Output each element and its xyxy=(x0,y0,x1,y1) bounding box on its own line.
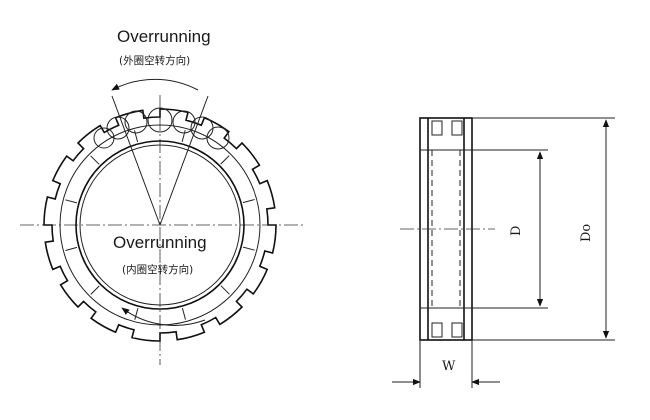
outer-overrunning-arrow xyxy=(111,78,199,91)
cage-bar xyxy=(181,130,186,143)
cage-bar xyxy=(181,307,186,320)
cage-bar xyxy=(65,199,78,204)
dim-label-Do: Do xyxy=(579,224,594,242)
cage-bar xyxy=(134,307,139,320)
top-slot-right xyxy=(451,120,463,136)
cage-bar xyxy=(134,130,139,143)
cage-bar xyxy=(90,285,100,295)
outer-overrunning-label: Overrunning xyxy=(117,27,211,46)
radial-line xyxy=(111,95,161,226)
dim-label-W: W xyxy=(442,359,456,374)
inner-overrunning-sublabel: (内圈空转方向) xyxy=(122,263,193,276)
bottom-slot-right xyxy=(451,322,463,338)
outer-ring-inner-edge xyxy=(59,124,261,326)
roller xyxy=(106,116,130,140)
inner-overrunning-label: Overrunning xyxy=(113,233,207,252)
radial-line xyxy=(159,95,209,226)
cage-bar xyxy=(65,246,78,251)
outer-overrunning-sublabel: (外圈空转方向) xyxy=(119,54,190,67)
cage-bar xyxy=(242,246,255,251)
cage-bar xyxy=(220,155,230,165)
inner-race-bore xyxy=(79,144,241,306)
top-slot-left xyxy=(431,120,443,136)
inner-race-outer-edge xyxy=(75,140,245,310)
dim-label-D: D xyxy=(509,226,524,236)
inner-overrunning-arrow xyxy=(121,307,206,326)
roller xyxy=(206,126,230,150)
roller xyxy=(147,107,173,133)
roller xyxy=(93,127,115,149)
roller xyxy=(124,110,148,134)
roller xyxy=(172,110,196,134)
cage-bars xyxy=(65,130,255,320)
cage-bar xyxy=(220,285,230,295)
side-view: D Do W xyxy=(392,117,615,388)
cage-bar xyxy=(90,155,100,165)
sprag-rollers xyxy=(93,107,230,150)
bottom-slot-left xyxy=(431,322,443,338)
front-view: Overrunning (外圈空转方向) Overrunning (内圈空转方向… xyxy=(20,27,305,365)
cage-bar xyxy=(242,199,255,204)
roller xyxy=(190,116,214,140)
outer-ring-teeth xyxy=(43,108,277,342)
